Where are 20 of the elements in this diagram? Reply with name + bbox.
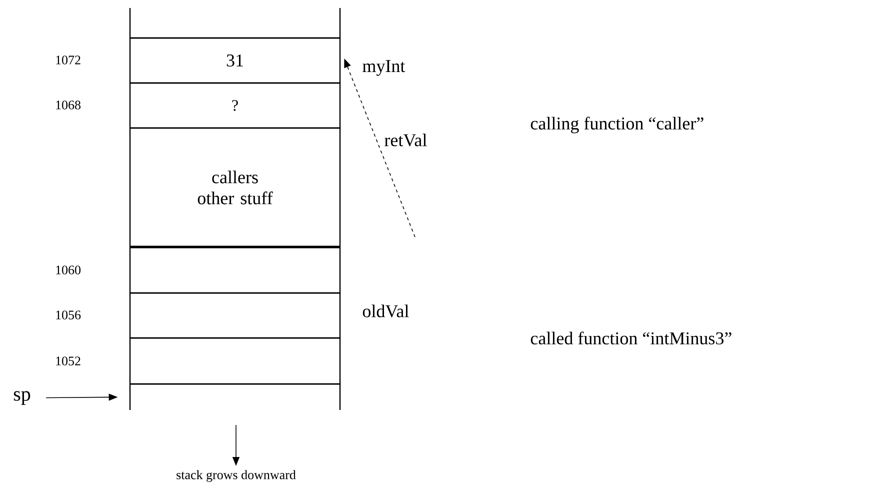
variable-label: oldVal bbox=[362, 304, 409, 318]
stack-cell: ? bbox=[129, 82, 341, 129]
address-label: 1072 bbox=[56, 56, 80, 64]
stack-cell bbox=[129, 246, 341, 294]
stack-cell bbox=[129, 383, 341, 410]
address-label: 1068 bbox=[56, 100, 80, 110]
stack-cell bbox=[129, 292, 341, 339]
variable-label: myInt bbox=[362, 60, 406, 76]
address-label: 1056 bbox=[56, 310, 81, 320]
variable-label: retVal bbox=[384, 134, 427, 146]
stack-cell bbox=[129, 8, 341, 39]
address-label: 1060 bbox=[56, 266, 80, 274]
stack-cell: callers other stuff bbox=[129, 127, 341, 248]
pointer-label: sp bbox=[14, 391, 30, 405]
caption-text: stack grows downward bbox=[176, 470, 296, 482]
stack-cell: 31 bbox=[129, 37, 341, 84]
address-label: 1052 bbox=[56, 356, 80, 366]
stack-cell bbox=[129, 337, 341, 385]
label-text: called function “intMinus3” bbox=[530, 332, 732, 344]
label-text: calling function “caller” bbox=[530, 116, 704, 134]
